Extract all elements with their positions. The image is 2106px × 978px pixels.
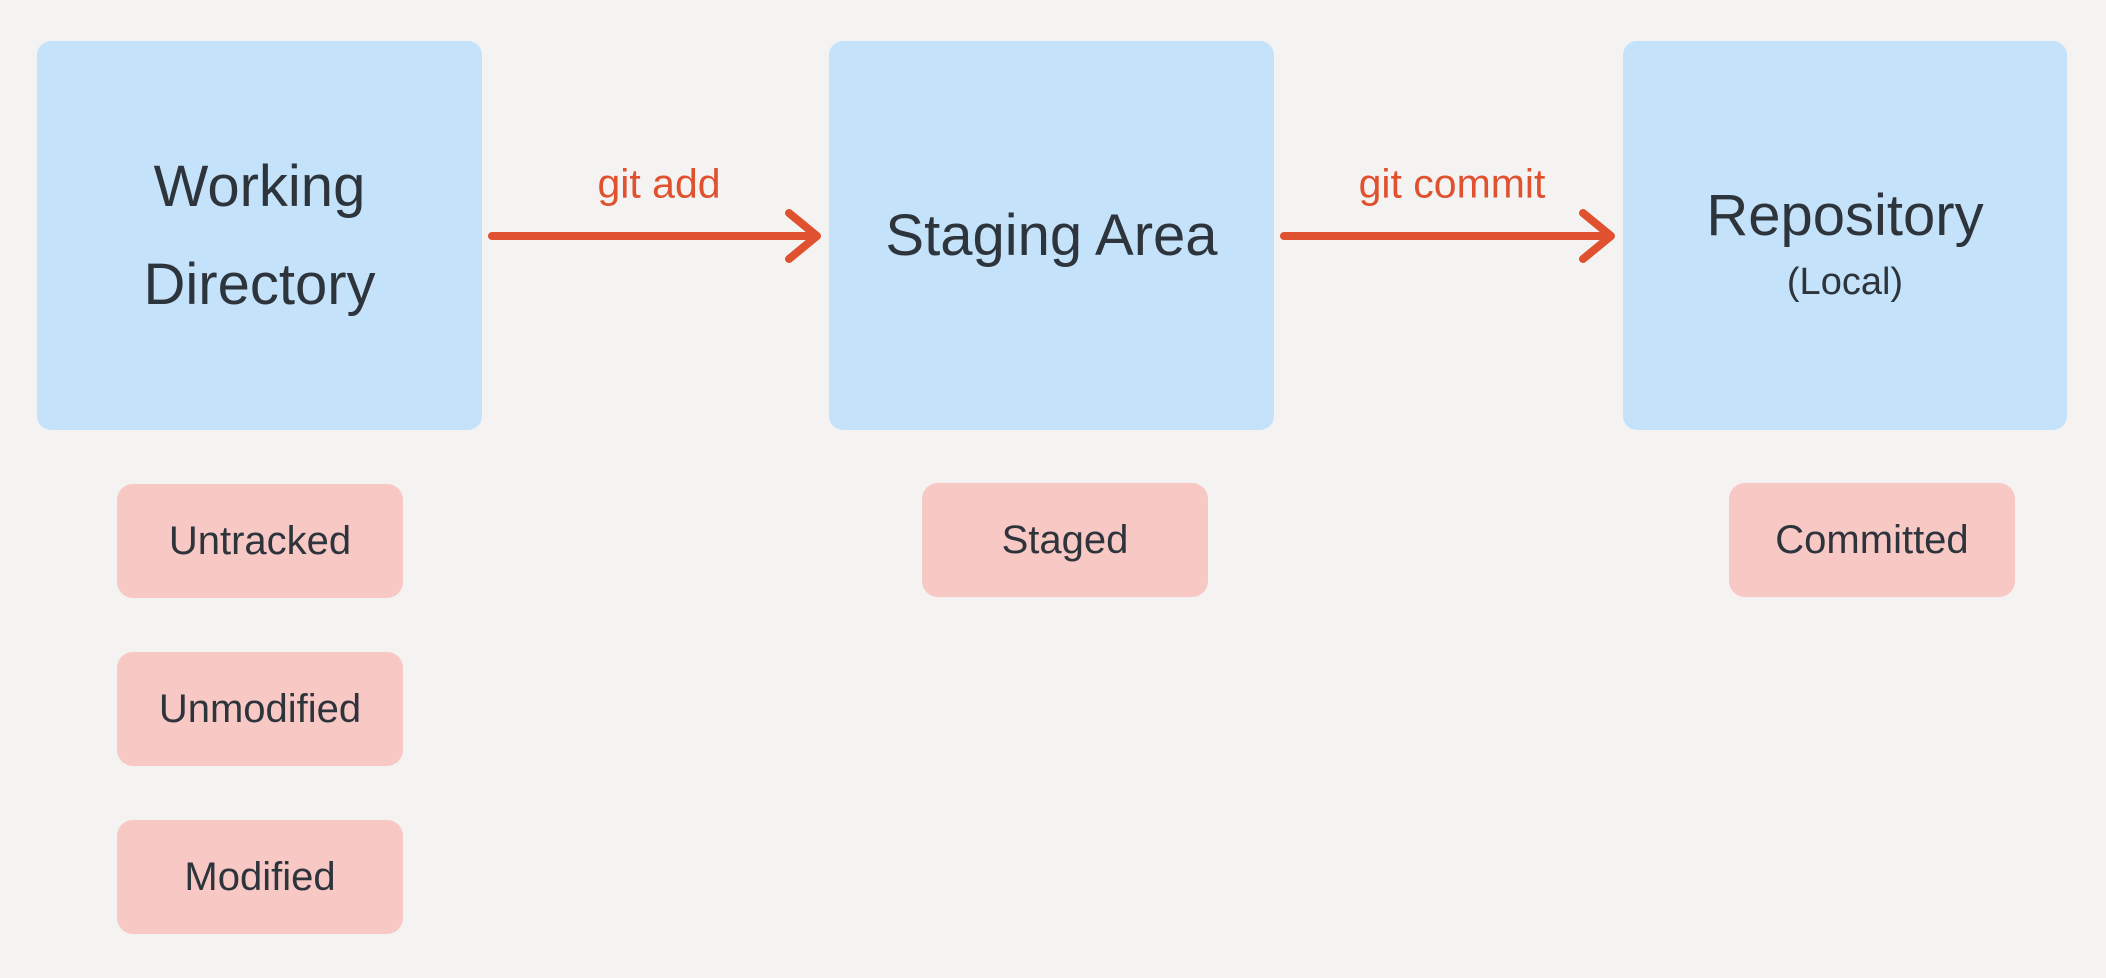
node-staging-area-title: Staging Area (885, 187, 1217, 285)
badge-untracked: Untracked (117, 484, 403, 598)
node-repository-title: Repository (Local) (1706, 174, 1983, 306)
arrow-label-git-commit: git commit (1358, 160, 1546, 207)
arrow-label-git-add: git add (597, 160, 721, 207)
badge-unmodified: Unmodified (117, 652, 403, 766)
arrow-git-commit-icon (1280, 209, 1615, 263)
node-working-directory-title: Working Directory (143, 138, 375, 334)
node-repository: Repository (Local) (1623, 41, 2067, 430)
badge-staged: Staged (922, 483, 1208, 597)
badge-modified: Modified (117, 820, 403, 934)
node-title-line: Working (153, 153, 366, 219)
node-staging-area: Staging Area (829, 41, 1274, 430)
node-title-line: Directory (143, 251, 376, 317)
arrow-git-add-icon (488, 209, 821, 263)
node-title-line: Staging Area (885, 202, 1218, 268)
badge-committed: Committed (1729, 483, 2015, 597)
node-working-directory: Working Directory (37, 41, 482, 430)
node-repository-subtitle: (Local) (1786, 260, 1904, 303)
node-title-line: Repository (1706, 182, 1984, 248)
